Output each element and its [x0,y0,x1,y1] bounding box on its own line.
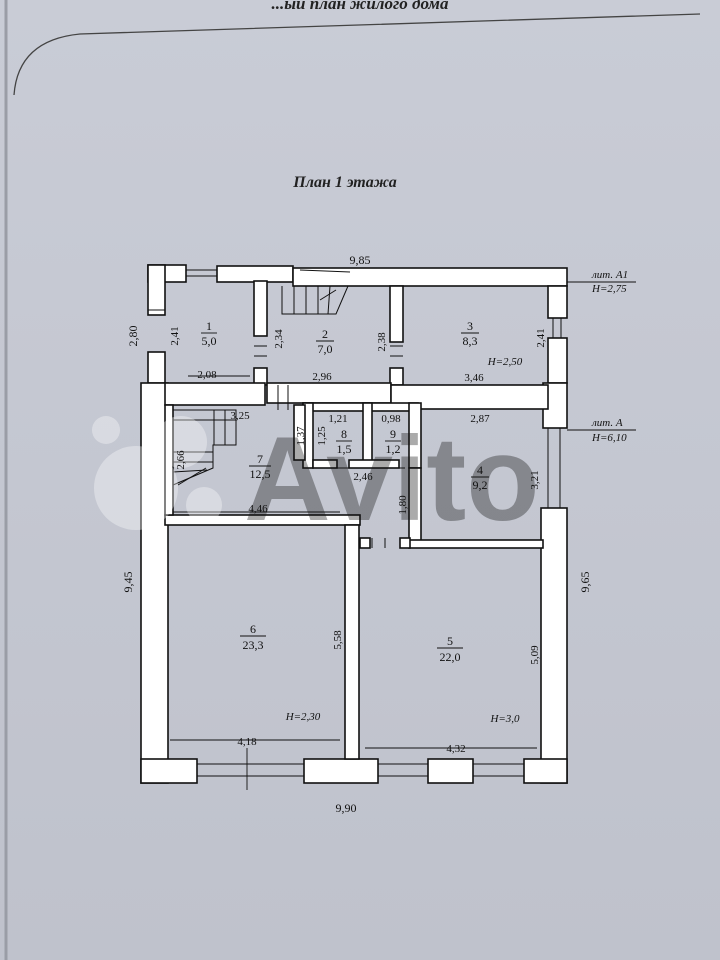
room-5-height-dim: 5,09 [529,645,541,665]
windows [148,269,562,777]
wall [427,758,474,784]
lit-a1-label: лит. А1 [591,269,628,281]
room-6-area: 23,3 [243,638,264,652]
overall-dim-right: 9,65 [578,572,592,593]
room-4-area: 9,2 [473,478,488,492]
lit-a-height: Н=6,10 [591,432,627,444]
room-6-width-dim: 4,18 [237,736,257,748]
wall [389,285,404,343]
corridor-width-dim: 2,46 [353,471,373,483]
room-8-width-dim: 1,21 [328,413,347,425]
room-5-area: 22,0 [440,650,461,664]
room-2-number: 2 [322,327,328,341]
wall [344,524,360,760]
room-2-width-dim: 2,96 [312,371,332,383]
wall [164,514,361,526]
room-3-height-dim: 2,41 [535,328,547,347]
room-6-height: Н=2,30 [285,711,321,723]
wall [359,537,371,549]
room-1-number: 1 [206,319,212,333]
room-3-area: 8,3 [463,334,478,348]
overall-dim-bottom: 9,90 [336,801,357,815]
wall [303,758,379,784]
room-2-right-dim: 2,38 [376,332,388,352]
room-8-height-dim: 1,25 [316,426,328,446]
wall [399,537,411,549]
room-6-number: 6 [250,622,256,636]
room-9-area: 1,2 [386,442,401,456]
room-5-height: Н=3,0 [489,713,520,725]
door-marks [254,345,403,548]
room-7-width-dim: 3,25 [230,410,250,422]
room-1-height-dim: 2,41 [169,326,181,345]
overall-dim-left: 9,45 [121,572,135,593]
wall [293,404,306,461]
room-3-number: 3 [467,319,473,333]
room-5-number: 5 [447,634,453,648]
stair-room-2 [281,285,349,315]
dimension-lines [148,309,537,790]
wall [540,507,568,784]
document-header: ...ый план жилого дома [271,0,449,13]
room-8-area: 1,5 [337,442,352,456]
plan-title: План 1 этажа [293,174,397,191]
wall [292,267,568,287]
room-7-bottom-dim: 4,46 [248,503,268,515]
wall [164,382,266,406]
room-3-width-dim: 3,46 [464,372,484,384]
wall [140,758,198,784]
room-8-number: 8 [341,427,347,441]
room-4-width-dim: 2,87 [470,413,490,425]
room-9-number: 9 [390,427,396,441]
wall [523,758,568,784]
room-6-height-dim: 5,58 [332,630,344,650]
room-2-area: 7,0 [318,342,333,356]
room-4-height-dim: 3,21 [529,470,541,489]
room-4-number: 4 [477,463,483,477]
room-7-area: 12,5 [250,467,271,481]
room-2-left-dim: 2,34 [273,329,285,349]
room-5-width-dim: 4,32 [446,743,465,755]
room-3-height: Н=2,50 [487,356,523,368]
room-9-width-dim: 0,98 [381,413,401,425]
room-1-width-dim: 2,08 [197,369,217,381]
wall [253,280,268,337]
lit-a1-height: Н=2,75 [591,283,627,295]
corridor-height-dim: 1,37 [295,426,307,446]
hall-height-dim: 1,80 [397,495,409,515]
wall [547,285,568,319]
room-1-area: 5,0 [202,334,217,348]
overall-dim-top: 9,85 [350,253,371,267]
room-7-number: 7 [257,452,263,466]
walls [140,264,568,784]
wall [164,404,174,516]
stair-room-7 [172,409,237,486]
page-sheet-edge [13,13,701,96]
room-7-stair-dim: 2,66 [175,450,187,470]
lit-a-label: лит. А [591,417,623,429]
overall-dim-left-upper: 2,80 [126,326,140,347]
